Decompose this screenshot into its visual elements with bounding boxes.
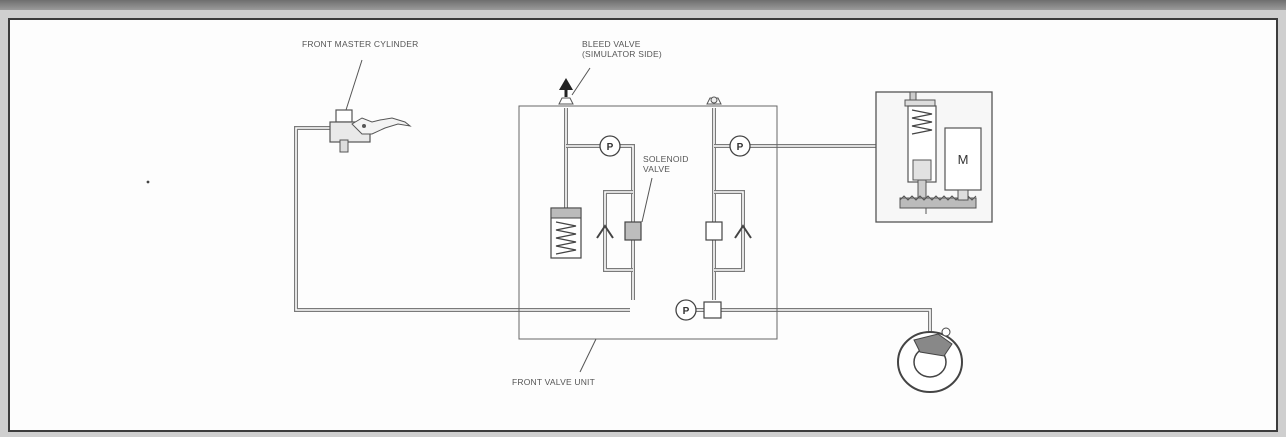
solenoid-valve-label-line1: SOLENOID [643,154,689,164]
pressure-sensor-upper-left: P [599,135,621,157]
front-master-cylinder-label: FRONT MASTER CYLINDER [302,39,418,49]
front-valve-unit-box [518,105,778,340]
check-valve-left-icon [596,224,614,239]
pressure-sensor-upper-right: P [729,135,751,157]
bleed-valve-label-line1: BLEED VALVE [582,39,641,49]
bleed-valve-simulator-side [558,78,574,105]
stray-dot [146,180,150,184]
front-brake-caliper-disc [897,327,963,393]
pressure-sensor-lower: P [675,299,697,321]
motor-modulator-unit: M [875,91,993,223]
svg-text:P: P [737,142,744,153]
top-border-band [0,0,1286,10]
motor-label: M [958,152,969,167]
bleed-valve-right [706,96,722,105]
bleed-valve-label-line2: (SIMULATOR SIDE) [582,49,662,59]
solenoid-valve [624,221,642,241]
stroke-simulator-spring [550,207,582,259]
front-valve-unit-label: FRONT VALVE UNIT [512,377,595,387]
motor-box [944,127,982,191]
front-master-cylinder [329,109,412,153]
svg-text:P: P [607,142,614,153]
solenoid-valve-label-line2: VALVE [643,164,670,174]
check-valve-right-icon [734,224,752,239]
diagram-panel [8,18,1278,432]
lower-valve-box [703,301,722,319]
svg-text:P: P [683,306,690,317]
arrow-up-icon [559,78,573,90]
valve-right [705,221,723,241]
